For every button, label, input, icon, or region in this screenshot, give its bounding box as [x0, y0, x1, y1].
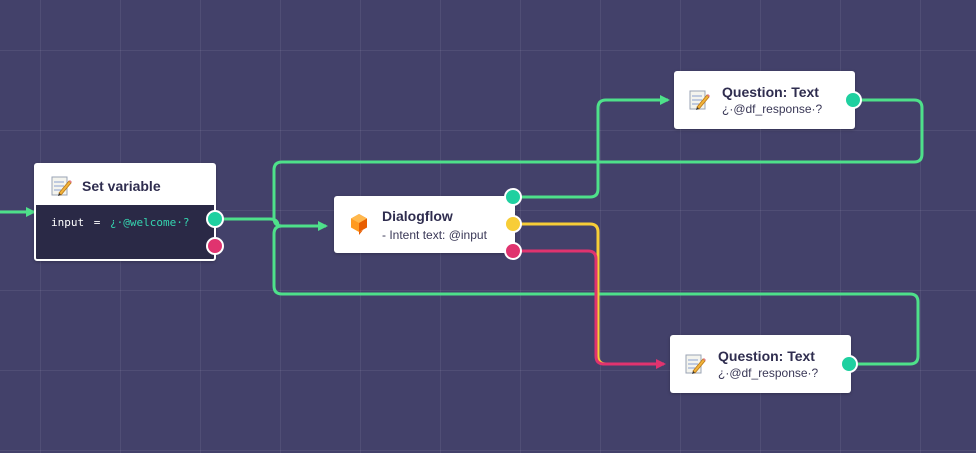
question-top-subtitle: ¿·@df_response·?: [722, 102, 823, 116]
memo-pencil-icon: [688, 89, 710, 111]
dialogflow-node[interactable]: Dialogflow - Intent text: @input: [334, 196, 515, 253]
memo-pencil-icon: [684, 353, 706, 375]
dialogflow-cube-icon: [349, 213, 369, 235]
question-text-node-bottom[interactable]: Question: Text ¿·@df_response·?: [670, 335, 851, 393]
variable-value: ¿·@welcome·?: [110, 216, 190, 229]
memo-pencil-icon: [50, 175, 72, 197]
wire-dialogflow-to-question-top: [514, 95, 670, 199]
wire-question-top-loop: [272, 98, 924, 228]
dialogflow-green-port[interactable]: [504, 188, 522, 206]
question-bottom-output-port[interactable]: [840, 355, 858, 373]
question-top-output-port[interactable]: [844, 91, 862, 109]
dialogflow-title: Dialogflow: [382, 208, 453, 224]
question-bottom-title: Question: Text: [718, 348, 815, 364]
question-top-title: Question: Text: [722, 84, 819, 100]
variable-name: input: [51, 216, 85, 229]
set-variable-error-port[interactable]: [206, 237, 224, 255]
dialogflow-yellow-port[interactable]: [504, 215, 522, 233]
wire-dialogflow-to-question-bottom: [514, 249, 666, 369]
set-variable-success-port[interactable]: [206, 210, 224, 228]
set-variable-node[interactable]: Set variable input = ¿·@welcome·?: [34, 163, 216, 261]
set-variable-title: Set variable: [82, 178, 161, 194]
question-text-node-top[interactable]: Question: Text ¿·@df_response·?: [674, 71, 855, 129]
dialogflow-subtitle: - Intent text: @input: [382, 228, 487, 242]
set-variable-expression: input = ¿·@welcome·?: [51, 216, 189, 229]
dialogflow-pink-port[interactable]: [504, 242, 522, 260]
assign-operator: =: [93, 216, 101, 229]
question-bottom-subtitle: ¿·@df_response·?: [718, 366, 819, 380]
